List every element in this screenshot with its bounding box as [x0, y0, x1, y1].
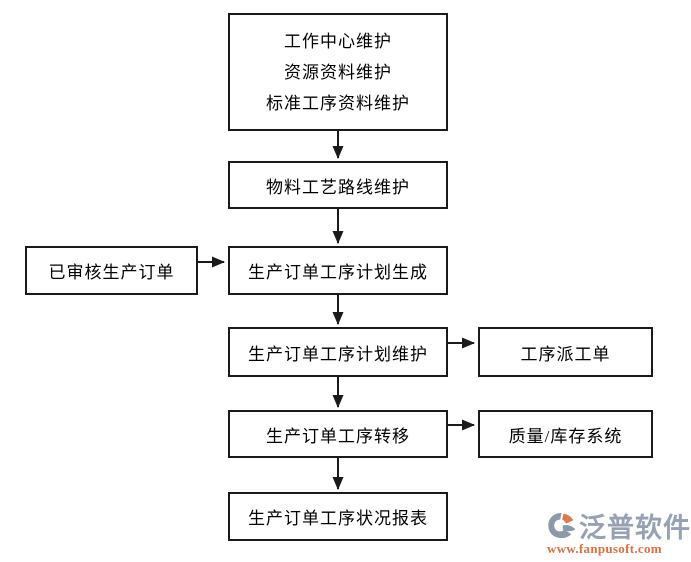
node-approved-production-order: 已审核生产订单	[25, 246, 198, 295]
node-routing-maintenance: 物料工艺路线维护	[228, 161, 448, 209]
node-operation-status-report: 生产订单工序状况报表	[228, 492, 448, 541]
node-line: 资源资料维护	[284, 62, 392, 82]
node-label: 质量/库存系统	[508, 426, 623, 446]
fanpu-logo-row: 泛普软件	[547, 506, 691, 545]
node-line: 标准工序资料维护	[266, 93, 410, 113]
node-quality-inventory-system: 质量/库存系统	[478, 410, 653, 458]
node-label: 生产订单工序状况报表	[248, 509, 428, 528]
node-master-data-maintenance: 工作中心维护 资源资料维护 标准工序资料维护	[228, 13, 448, 131]
node-line: 工作中心维护	[284, 31, 392, 51]
fanpu-logo-text: 泛普软件	[579, 513, 691, 543]
fanpu-branding: 泛普软件 www.fanpusoft.com	[547, 506, 691, 557]
node-label: 生产订单工序计划维护	[248, 344, 428, 364]
fanpu-website-url: www.fanpusoft.com	[547, 541, 662, 556]
node-label: 生产订单工序计划生成	[248, 263, 428, 282]
node-operation-transfer: 生产订单工序转移	[228, 410, 448, 458]
node-operation-plan-maintenance: 生产订单工序计划维护	[228, 327, 448, 377]
node-label: 已审核生产订单	[48, 263, 175, 282]
node-label: 工序派工单	[520, 344, 611, 364]
fanpu-logo-icon	[548, 512, 576, 539]
node-label: 生产订单工序转移	[266, 426, 410, 446]
node-operation-plan-generation: 生产订单工序计划生成	[228, 246, 448, 295]
node-label: 物料工艺路线维护	[266, 177, 410, 197]
node-operation-dispatch-order: 工序派工单	[478, 327, 653, 377]
